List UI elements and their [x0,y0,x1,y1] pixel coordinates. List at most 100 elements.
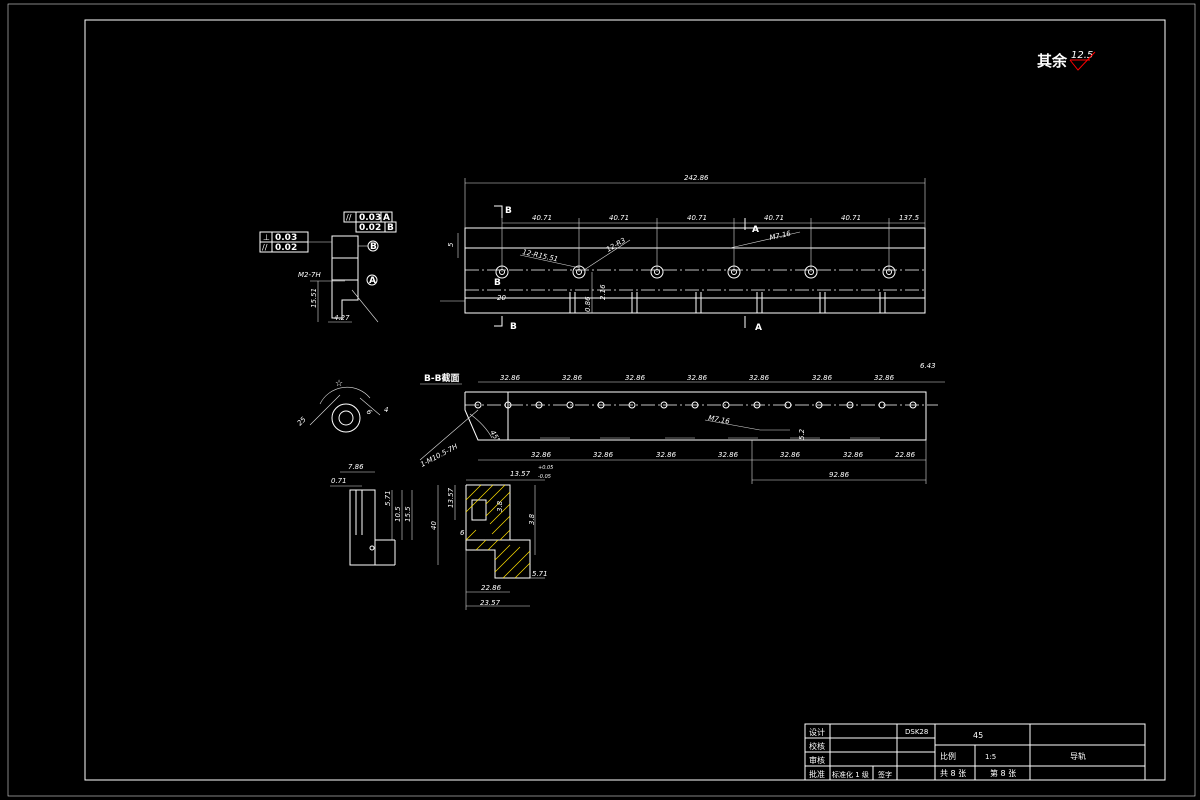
tb-row-design: 设计 [809,727,825,737]
top-end-dim: 137.5 [899,214,920,222]
datum-ref-a: A [383,213,390,223]
detail-dim-c: 4 [384,406,388,414]
side-dim-v: 15.51 [310,288,318,308]
inner-frame [84,19,1166,781]
front-angle: 45° [488,429,501,444]
small-w1: 7.86 [348,463,364,471]
side-view: // 0.03 A 0.02 B ⊥ // 0.03 0.02 B A M2-7… [259,211,397,323]
small-h2: 10.5 [394,506,402,522]
tb-part-name: 导轨 [1070,751,1086,761]
bb-section-title: B-B截面 [424,372,459,384]
front-top-spacing-4: 32.86 [687,374,708,382]
top-view: 242.86 40.71 40.71 40.71 40.71 40.71 137… [440,174,926,333]
front-note: M7.16 [708,414,731,426]
tolerance-4: 0.02 [275,243,297,253]
section-top-sup: +0.05 [538,465,553,471]
tb-sheet-no: 第 8 张 [990,768,1016,778]
small-h1: 5.71 [384,490,392,506]
side-dim-h: 4.27 [334,314,350,322]
tolerance-3: 0.03 [275,233,297,243]
section-h40: 40 [430,521,438,530]
front-view: B-B截面 32.86 32.86 32.86 32.86 32.86 32.8… [419,362,945,484]
tb-stamp: 标准化 1 级 [832,770,869,779]
tb-row-review: 审核 [809,755,825,765]
section-right: 3.8 [528,513,536,525]
section-left-h: 13.57 [447,487,455,508]
top-spacing-2: 40.71 [609,214,629,222]
detail-view: ☆ 25 6 4 [296,379,388,433]
section-b-mid: B [494,278,501,288]
front-bottom-total: 92.86 [829,471,850,479]
section-bot-total: 23.57 [480,599,501,607]
top-hole-note-1: 12-R15.51 [522,248,559,263]
front-side-note: 5.2 [798,428,806,440]
section-b-bottom: B [510,322,517,332]
front-top-spacing-3: 32.86 [625,374,646,382]
tb-row-check: 校核 [809,741,825,751]
tb-ratio-label: 比例 [940,751,956,761]
top-spacing-5: 40.71 [841,214,861,222]
top-spacing-3: 40.71 [687,214,707,222]
tolerance-frame-top: // 0.03 A 0.02 B [343,211,397,233]
svg-text://: // [262,243,268,252]
section-b-top: B [505,206,512,216]
section-top-sub: -0.05 [538,474,551,480]
datum-a: A [369,276,376,286]
top-dim-0-86: 0.86 [584,296,592,312]
tb-material: 45 [973,731,983,740]
section-step: 5.71 [532,570,548,578]
small-w2: 0.71 [331,477,347,485]
outer-frame [7,3,1196,797]
detail-dim-b: 6 [365,408,374,417]
top-spacing-1: 40.71 [532,214,552,222]
front-bot-spacing-3: 32.86 [656,451,677,459]
datum-b: B [370,242,377,252]
front-top-spacing-2: 32.86 [562,374,583,382]
front-bot-spacing-6: 32.86 [843,451,864,459]
front-top-spacing-1: 32.86 [500,374,521,382]
section-mid: 6 [460,529,465,537]
section-top: 13.57 [510,470,531,478]
front-top-spacing-5: 32.86 [749,374,770,382]
top-overall-dim: 242.86 [684,174,709,182]
tb-row-approve: 批准 [809,769,825,779]
datum-ref-b: B [387,223,394,233]
front-end-dim: 6.43 [920,362,936,370]
svg-text://: // [346,213,352,222]
thread-note: M2-7H [298,271,321,279]
top-height-5: 5 [447,242,455,247]
section-a-top: A [752,225,759,235]
top-small-note: M7.16 [769,230,792,242]
front-bot-spacing-5: 32.86 [780,451,801,459]
top-dim-2-16: 2.16 [599,284,607,300]
front-top-spacing-6: 32.86 [812,374,833,382]
section-right-2: 3.8 [496,500,504,512]
front-top-spacing-7: 32.86 [874,374,895,382]
roughness-label: 其余 [1037,52,1068,70]
small-part-view: 7.86 0.71 5.71 10.5 15.5 [330,463,413,566]
title-block: 设计 校核 审核 批准 DSK28 标准化 1 级 签字 45 比例 1:5 共… [804,723,1146,781]
svg-text:☆: ☆ [335,379,343,389]
roughness-symbol: 其余 12.5 [1037,50,1096,71]
section-a-bottom: A [755,323,762,333]
front-bot-spacing-7: 22.86 [895,451,916,459]
top-spacing-4: 40.71 [764,214,784,222]
section-view: 13.57 +0.05 -0.05 13.57 40 6 3.8 3.8 22.… [430,465,553,610]
tolerance-frame-left: ⊥ // 0.03 0.02 [259,231,332,253]
front-bot-spacing-1: 32.86 [531,451,552,459]
detail-dim-a: 25 [296,415,308,427]
top-hole-note-2: 12-R3 [605,236,627,253]
tb-drawing-no: DSK28 [905,728,928,736]
section-bot-small: 22.86 [481,584,502,592]
tb-ratio-value: 1:5 [985,753,996,761]
tolerance-1: 0.03 [359,213,381,223]
svg-text:⊥: ⊥ [263,233,270,242]
tb-sheets: 共 8 张 [940,769,966,778]
top-dim-20: 20 [497,294,506,302]
roughness-value: 12.5 [1071,50,1093,61]
front-bot-spacing-2: 32.86 [593,451,614,459]
front-bot-spacing-4: 32.86 [718,451,739,459]
tb-sign: 签字 [878,770,892,779]
top-holes [495,265,896,279]
